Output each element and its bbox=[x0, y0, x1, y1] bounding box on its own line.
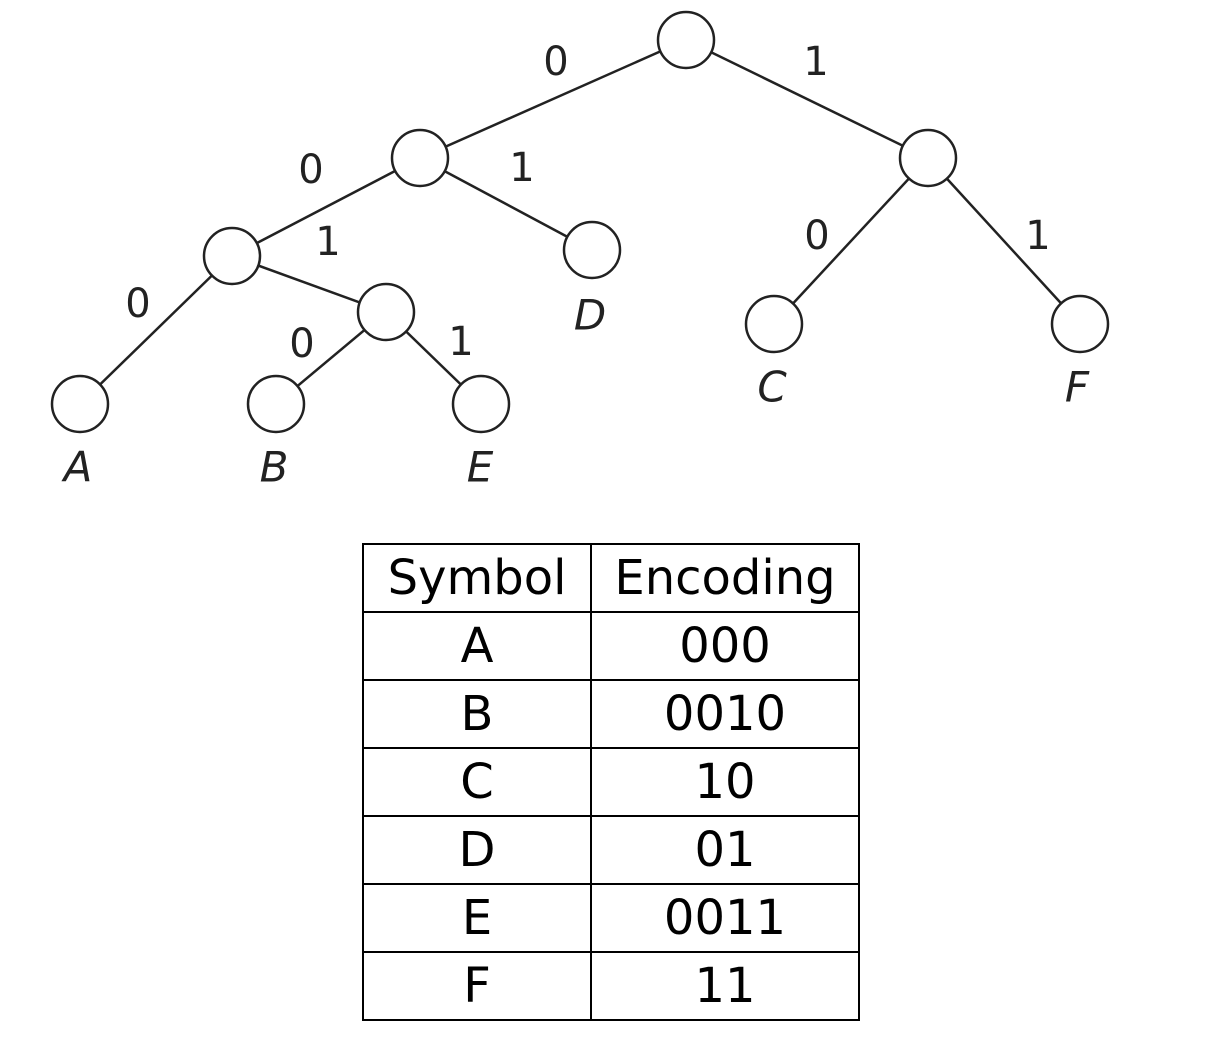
node-0 bbox=[390, 128, 450, 188]
edge-root-to-n0 bbox=[419, 38, 687, 160]
node-e bbox=[451, 374, 511, 434]
symbol-cell: E bbox=[362, 883, 592, 953]
tree-nodes bbox=[50, 10, 1110, 434]
table-row: F 11 bbox=[362, 951, 860, 1021]
edge-labels: 0 1 0 1 0 1 0 1 0 1 bbox=[125, 39, 1050, 367]
encoding-cell: 11 bbox=[590, 951, 860, 1021]
node-b bbox=[246, 374, 306, 434]
leaf-label-b: B bbox=[260, 443, 289, 492]
header-symbol: Symbol bbox=[362, 543, 592, 613]
table-row: D 01 bbox=[362, 815, 860, 885]
leaf-label-e: E bbox=[467, 443, 494, 492]
table-row: E 0011 bbox=[362, 883, 860, 953]
encoding-cell: 10 bbox=[590, 747, 860, 817]
huffman-tree: 0 1 0 1 0 1 0 1 0 1 A B E D C F bbox=[50, 10, 1110, 492]
edge-label-n0-left: 0 bbox=[298, 147, 323, 193]
symbol-cell: C bbox=[362, 747, 592, 817]
leaf-label-d: D bbox=[574, 291, 606, 340]
symbol-cell: B bbox=[362, 679, 592, 749]
edge-root-to-n1 bbox=[685, 38, 929, 160]
node-c bbox=[744, 294, 804, 354]
node-001 bbox=[356, 282, 416, 342]
header-encoding: Encoding bbox=[590, 543, 860, 613]
edge-n0-to-n00 bbox=[231, 156, 421, 258]
edge-label-n001-left: 0 bbox=[289, 321, 314, 367]
edge-label-n00-left: 0 bbox=[125, 281, 150, 327]
node-1 bbox=[898, 128, 958, 188]
table-row: A 000 bbox=[362, 611, 860, 681]
edge-label-n00-right: 1 bbox=[315, 219, 340, 265]
symbol-cell: D bbox=[362, 815, 592, 885]
encoding-cell: 01 bbox=[590, 815, 860, 885]
node-a bbox=[50, 374, 110, 434]
encoding-cell: 0010 bbox=[590, 679, 860, 749]
leaf-labels: A B E D C F bbox=[61, 291, 1090, 492]
node-root bbox=[656, 10, 716, 70]
table-row: C 10 bbox=[362, 747, 860, 817]
edge-label-root-left: 0 bbox=[543, 39, 568, 85]
edge-n1-to-f bbox=[927, 157, 1081, 325]
edge-label-n0-right: 1 bbox=[509, 145, 534, 191]
tree-edges bbox=[79, 38, 1081, 405]
node-d bbox=[562, 220, 622, 280]
table-header-row: Symbol Encoding bbox=[362, 543, 860, 613]
edge-n1-to-c bbox=[773, 157, 929, 325]
leaf-label-c: C bbox=[757, 363, 787, 412]
symbol-cell: A bbox=[362, 611, 592, 681]
leaf-label-f: F bbox=[1065, 363, 1090, 412]
leaf-label-a: A bbox=[61, 443, 93, 492]
edge-label-n001-right: 1 bbox=[448, 319, 473, 365]
encoding-table: Symbol Encoding A 000 B 0010 C 10 D 01 E… bbox=[362, 543, 860, 1021]
edge-label-root-right: 1 bbox=[803, 39, 828, 85]
encoding-cell: 000 bbox=[590, 611, 860, 681]
edge-label-n1-right: 1 bbox=[1025, 213, 1050, 259]
edge-label-n1-left: 0 bbox=[804, 213, 829, 259]
node-00 bbox=[202, 226, 262, 286]
node-f bbox=[1050, 294, 1110, 354]
symbol-cell: F bbox=[362, 951, 592, 1021]
edge-n00-to-a bbox=[79, 255, 233, 405]
encoding-cell: 0011 bbox=[590, 883, 860, 953]
table-row: B 0010 bbox=[362, 679, 860, 749]
edge-n0-to-d bbox=[419, 156, 593, 252]
